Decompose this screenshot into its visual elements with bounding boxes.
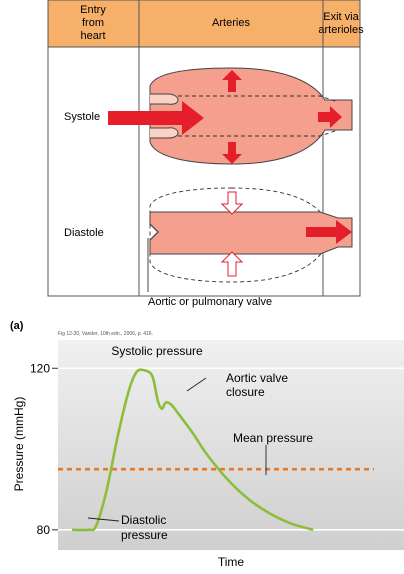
systole-distended-vessel: [149, 67, 353, 165]
annotation-aortic-line1: Aortic valve: [226, 371, 288, 385]
y-tick-label-120: 120: [30, 361, 50, 375]
header-band: [47, 0, 361, 48]
valve-label: Aortic or pulmonary valve: [148, 296, 272, 308]
annotation-mean-pressure: Mean pressure: [233, 431, 313, 445]
panel-label: (a): [10, 320, 24, 332]
diastole-recoil-up-arrow: [220, 251, 244, 277]
annotation-systolic-pressure: Systolic pressure: [111, 344, 203, 358]
annotation-aortic-line2: closure: [226, 385, 265, 399]
valve-closed: [149, 223, 159, 241]
header-entry-line1: Entry: [80, 4, 106, 16]
header-entry-line3: heart: [80, 30, 105, 42]
systole-resting-outline: [150, 95, 339, 137]
annotation-diastolic-leader: [87, 517, 120, 522]
systole-exit-arrow: [318, 106, 342, 128]
label-systole: Systole: [64, 111, 100, 123]
y-tick-label-80: 80: [37, 523, 51, 537]
systole-entry-arrow: [108, 101, 204, 135]
pressure-chart: (a) Fig 12-30, Vander, 10th edn., 2006, …: [10, 320, 404, 569]
systole-expand-down-arrow: [222, 142, 242, 164]
y-axis-label: Pressure (mmHg): [12, 397, 26, 492]
citation: Fig 12-30, Vander, 10th edn., 2006, p. 4…: [58, 331, 153, 337]
systole-expand-up-arrow: [222, 70, 242, 92]
header-exit-line2: arterioles: [318, 24, 364, 36]
diastole-recoil-down-arrow: [220, 191, 244, 215]
label-diastole: Diastole: [64, 227, 104, 239]
annotation-aortic-leader: [186, 377, 207, 392]
diastole-exit-arrow: [306, 220, 352, 244]
pressure-series-line-0: [71, 368, 314, 532]
valve-leaflet-open-lower: [150, 127, 179, 139]
x-axis-label: Time: [218, 555, 245, 569]
artery-diagram: Entry from heart Arteries Exit via arter…: [47, 0, 364, 308]
annotation-diastolic-line1: Diastolic: [121, 513, 166, 527]
annotation-diastolic-line2: pressure: [121, 528, 168, 542]
header-arteries: Arteries: [212, 17, 250, 29]
header-entry-line2: from: [82, 17, 104, 29]
header-exit-line1: Exit via: [323, 11, 359, 23]
valve-leaflet-open-upper: [150, 93, 179, 105]
